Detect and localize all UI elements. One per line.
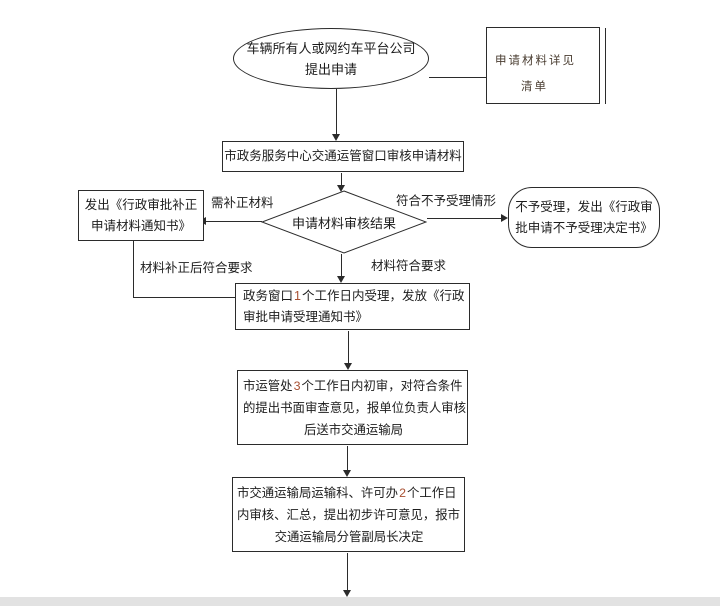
edge-label-material-ok: 材料符合要求	[371, 259, 447, 273]
note-line2: 清单	[521, 81, 548, 93]
arrow-review-to-decision	[337, 173, 345, 192]
bureau-review-node: 市交通运输局运输科、许可办2个工作日 内审核、汇总，提出初步许可意见，报市 交通…	[232, 477, 465, 552]
arrow-decision-to-fix	[199, 217, 262, 225]
edge-label-need-fix: 需补正材料	[211, 196, 274, 210]
start-line1: 车辆所有人或网约车平台公司	[246, 40, 416, 56]
connector-start-note	[429, 77, 486, 78]
bureau-line1-pre: 市交通运输局运输科、许可办	[237, 486, 399, 500]
fix-notice-line2: 申请材料通知书》	[90, 218, 191, 233]
fix-notice-line1: 发出《行政审批补正	[84, 197, 198, 212]
accept-line2: 审批申请受理通知书》	[243, 310, 369, 324]
initial-line1-post: 个工作日内初审，对符合条件	[301, 379, 463, 393]
fix-notice-node: 发出《行政审批补正 申请材料通知书》	[78, 190, 204, 241]
edge-label-not-accept: 符合不予受理情形	[396, 194, 497, 208]
arrow-decision-to-reject	[427, 214, 508, 222]
initial-review-node: 市运管处3个工作日内初审，对符合条件 的提出书面审查意见，报单位负责人审核 后送…	[237, 370, 468, 445]
decision-diamond: 申请材料审核结果	[261, 190, 427, 254]
arrow-decision-to-accept	[337, 254, 345, 283]
initial-line1: 市运管处3个工作日内初审，对符合条件	[243, 375, 463, 397]
edge-label-fixed-ok: 材料补正后符合要求	[140, 261, 253, 275]
reject-line2: 批申请不予受理决定书》	[515, 220, 653, 235]
initial-line2: 的提出书面审查意见，报单位负责人审核	[243, 401, 467, 415]
initial-line1-pre: 市运管处	[243, 379, 293, 393]
start-line2: 提出申请	[304, 61, 357, 77]
bureau-line1: 市交通运输局运输科、许可办2个工作日	[237, 482, 457, 504]
review-window-text: 市政务服务中心交通运管窗口审核申请材料	[224, 149, 462, 163]
bottom-page-edge	[0, 597, 720, 606]
arrow-accept-to-initial	[344, 331, 352, 370]
arrow-initial-to-bureau	[343, 446, 351, 477]
accept-line1-number: 1	[294, 289, 301, 303]
bureau-line1-post: 个工作日	[406, 486, 457, 500]
note-line1: 申请材料详见	[495, 55, 576, 67]
accept-line1-pre: 政务窗口	[243, 289, 294, 303]
accept-line1-post: 个工作日内受理，发放《行政	[301, 289, 465, 303]
reject-line1: 不予受理，发出《行政审	[515, 199, 653, 214]
initial-line1-number: 3	[293, 379, 301, 393]
bureau-line3: 交通运输局分管副局长决定	[274, 530, 424, 544]
decision-diamond-shape	[261, 190, 427, 254]
connector-fix-elbow-vertical	[133, 241, 134, 298]
initial-line3: 后送市交通运输局	[303, 423, 404, 437]
note-box-right-rule	[605, 28, 606, 104]
bureau-line2: 内审核、汇总，提出初步许可意见，报市	[237, 508, 461, 522]
start-node: 车辆所有人或网约车平台公司 提出申请	[233, 28, 429, 89]
arrow-bureau-down	[343, 553, 351, 597]
accept-line1: 政务窗口1个工作日内受理，发放《行政	[243, 286, 464, 307]
arrow-start-to-review	[332, 89, 340, 141]
note-box: 申请材料详见 清单	[486, 27, 600, 104]
accept-node: 政务窗口1个工作日内受理，发放《行政 审批申请受理通知书》	[235, 283, 470, 330]
connector-fix-elbow-horizontal	[133, 297, 235, 298]
bureau-line1-number: 2	[399, 486, 406, 500]
reject-node: 不予受理，发出《行政审 批申请不予受理决定书》	[508, 187, 660, 248]
decision-label: 申请材料审核结果	[291, 215, 396, 231]
review-window-node: 市政务服务中心交通运管窗口审核申请材料	[222, 141, 464, 172]
